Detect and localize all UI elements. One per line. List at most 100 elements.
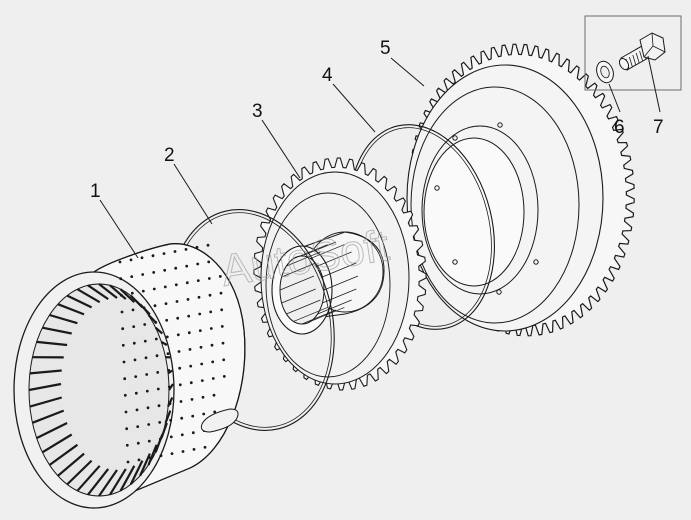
drum-hole [200, 379, 204, 382]
drum-hole [191, 431, 195, 435]
bolt-thread [635, 52, 640, 64]
drum-hole [163, 268, 167, 272]
drum-hole [198, 312, 202, 316]
drum-spline-tooth [98, 469, 118, 497]
drum-hole [121, 327, 125, 331]
drum-spline-tooth [29, 369, 62, 375]
sleeve-spline [286, 299, 321, 315]
bolt-thread [632, 54, 637, 66]
drum-hole [203, 445, 207, 449]
part-5-large-gear [406, 43, 635, 337]
drum-spline-tooth [167, 369, 173, 375]
drum-hole [201, 395, 205, 399]
drum-hole [124, 410, 128, 414]
drum-hole [134, 391, 138, 395]
drum-hole [130, 275, 134, 278]
drum-hole [121, 343, 125, 347]
drum-hole [211, 377, 215, 380]
drum-hole [145, 373, 149, 376]
drum-hole [130, 291, 134, 295]
drum-hole [213, 410, 217, 414]
drum-hole [166, 352, 170, 355]
sleeve-spline [281, 288, 316, 304]
drum-hole [174, 283, 178, 287]
drum-hole [200, 362, 204, 366]
sleeve-spline [310, 307, 345, 322]
drum-hole [156, 371, 160, 374]
drum-spline-tooth [109, 468, 127, 496]
drum-hole [222, 358, 226, 362]
drum-spline-tooth [42, 326, 72, 335]
drum-hole [163, 285, 167, 289]
drum-hole [179, 400, 183, 403]
drum-hole [202, 412, 206, 416]
drum-hole [122, 360, 126, 364]
drum-hole [164, 302, 168, 305]
drum-hole [136, 425, 140, 428]
drum-hole [209, 327, 213, 330]
callout-4: 4 [322, 65, 333, 86]
drum-hole [177, 350, 181, 353]
drum-hole [218, 275, 222, 278]
drum-hole [157, 404, 161, 408]
drum-hole [180, 416, 184, 420]
drum-hole [143, 339, 147, 343]
callout-5: 5 [380, 38, 391, 59]
drum-hole [158, 421, 162, 424]
callout-1: 1 [90, 181, 101, 202]
sleeve-spline [317, 299, 352, 315]
bolt-thread [639, 50, 643, 62]
drum-hole [169, 418, 173, 422]
drum-hole [211, 360, 215, 364]
drum-hole [192, 448, 196, 451]
sleeve-spline [310, 244, 345, 259]
drum-spline-tooth [66, 459, 93, 486]
drum-spline-tooth [129, 460, 144, 485]
drum-hole [178, 383, 182, 387]
drum-hole [120, 310, 124, 314]
drum-hole [125, 427, 129, 431]
drum-hole [196, 279, 200, 282]
drum-spline-tooth [160, 340, 168, 346]
drum-hole [186, 298, 190, 301]
drum-hole [207, 277, 211, 280]
part-1-perforated-drum [13, 243, 246, 509]
drum-hole [187, 314, 191, 318]
drum-hole [180, 433, 184, 437]
drum-hole [129, 258, 133, 262]
drum-spline-tooth [119, 465, 136, 492]
drum-hole [196, 262, 200, 266]
drum-hole [181, 450, 185, 453]
bolt-thread [629, 56, 633, 68]
drum-hole [219, 291, 223, 295]
drum-hole [133, 358, 137, 362]
drum-hole [125, 443, 129, 447]
drum-spline-tooth [98, 283, 118, 299]
drum-hole [221, 341, 225, 345]
drum-hole [152, 287, 156, 291]
drum-hole [170, 452, 174, 455]
drum-hole [154, 321, 158, 324]
drum-spline-tooth [29, 396, 63, 408]
drum-hole [187, 331, 191, 335]
drum-hole [197, 295, 201, 299]
drum-spline-tooth [119, 288, 136, 303]
drum-hole [143, 323, 147, 326]
drum-hole [132, 325, 136, 328]
drum-hole [147, 423, 151, 426]
drum-hole [169, 435, 173, 439]
part-3-clutch-hub [253, 157, 427, 391]
drum-spline-tooth [49, 313, 78, 325]
drum-hole [146, 406, 150, 410]
drum-spline-tooth [36, 422, 68, 440]
drum-spline-tooth [168, 383, 174, 391]
drum-hole [206, 243, 210, 247]
drum-hole [141, 289, 145, 293]
drum-hole [173, 250, 177, 253]
drum-hole [167, 385, 171, 389]
drum-hole [119, 293, 123, 297]
drum-hole [210, 343, 214, 347]
drum-spline-tooth [57, 452, 85, 477]
drum-hole [136, 441, 140, 445]
